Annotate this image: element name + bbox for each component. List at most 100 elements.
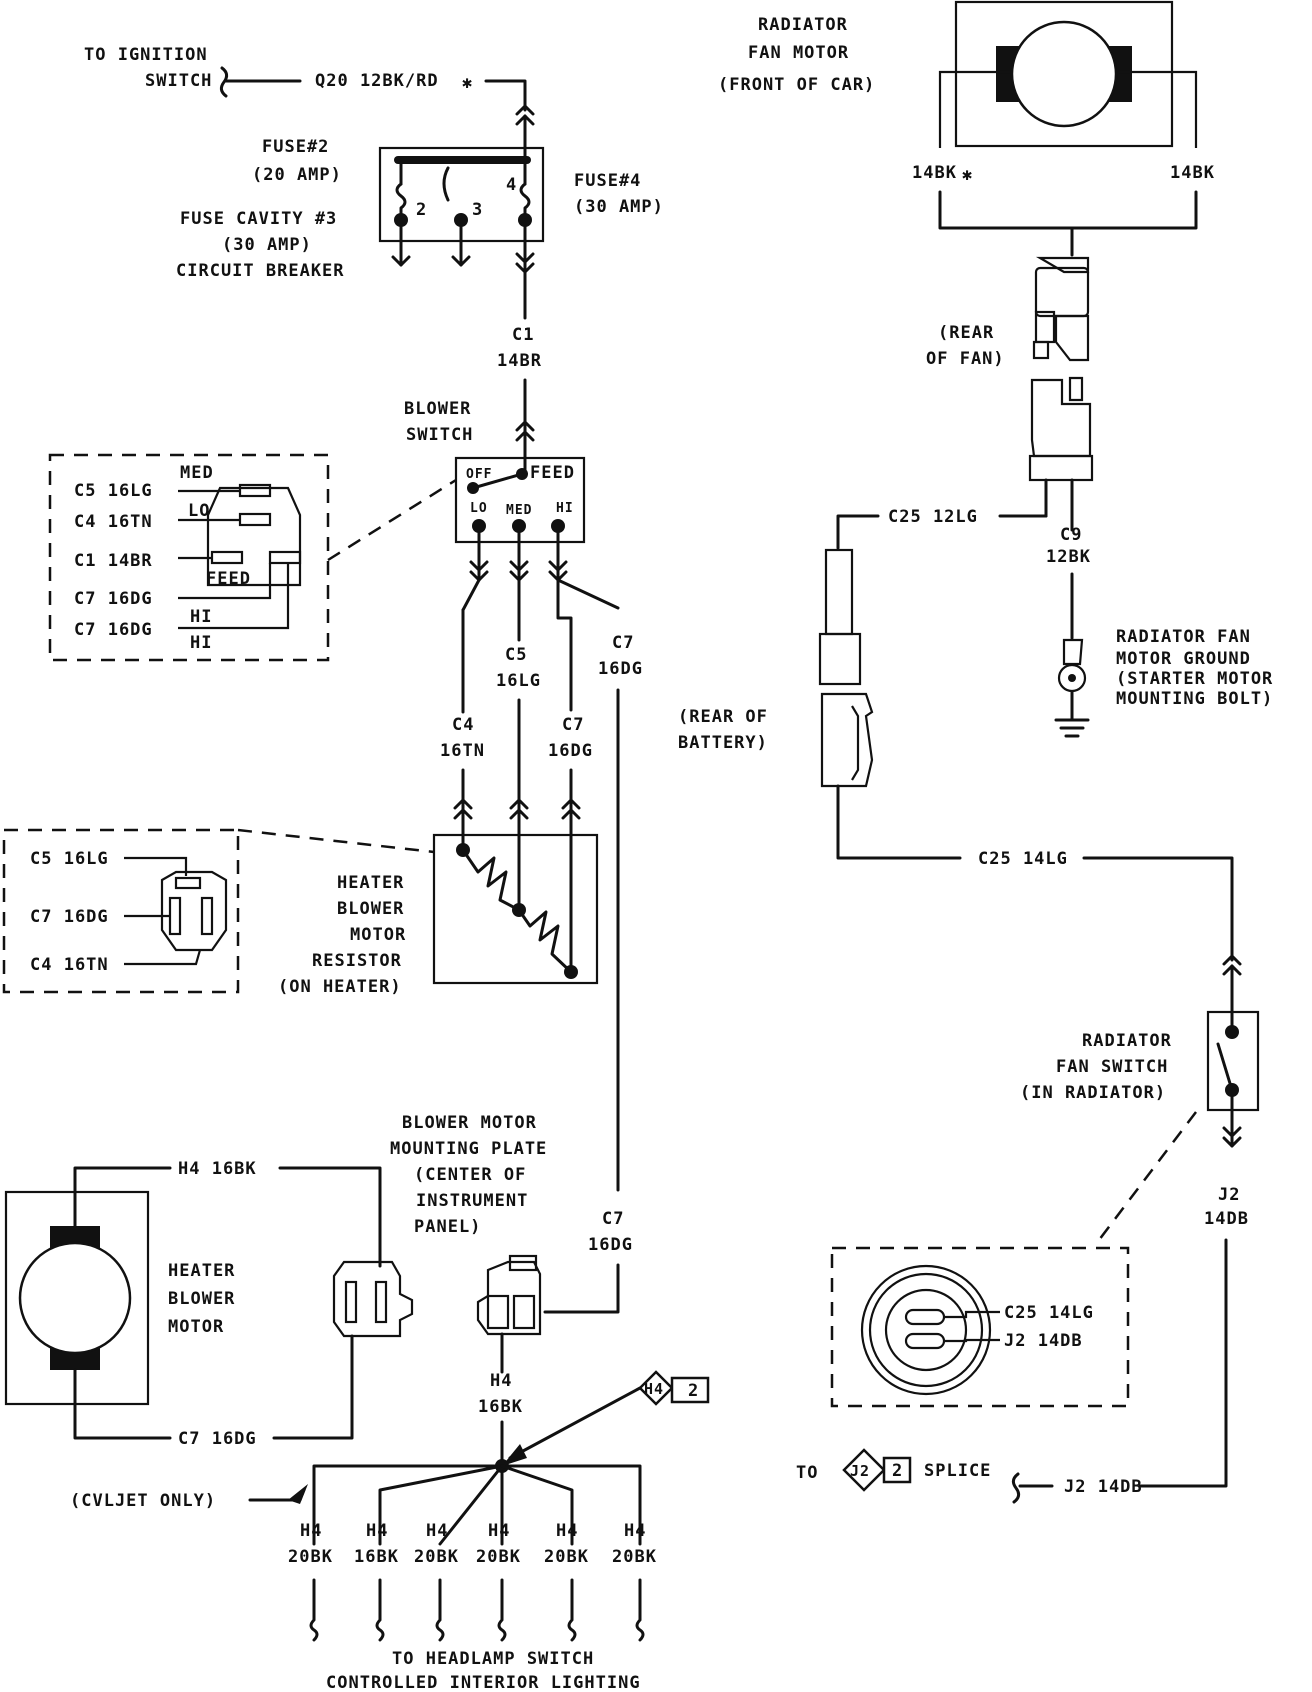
fan-ground-label-3: (STARTER MOTOR bbox=[1116, 669, 1273, 689]
fuse3-label-3: CIRCUIT BREAKER bbox=[176, 261, 345, 281]
fan-ground-label-1: RADIATOR FAN bbox=[1116, 627, 1251, 647]
fuse2-label-1: FUSE#2 bbox=[262, 137, 329, 157]
branch-3-gauge: 20BK bbox=[414, 1547, 459, 1567]
inset-med-label: MED bbox=[180, 463, 214, 483]
fuse3-label-1: FUSE CAVITY #3 bbox=[180, 209, 337, 229]
blower-switch-connector-inset: MED LO FEED C5 16LG C4 16TN C1 14BR C7 1… bbox=[48, 453, 457, 662]
switch-hi-label: HI bbox=[556, 501, 574, 516]
branch-3-code: H4 bbox=[426, 1521, 448, 1541]
ignition-wire-label: Q20 12BK/RD bbox=[315, 71, 439, 91]
c5-gauge: 16LG bbox=[496, 671, 541, 691]
splice-wire-label: J2 14DB bbox=[1064, 1477, 1143, 1497]
blower-motor-mounting-plate: BLOWER MOTOR MOUNTING PLATE (CENTER OF I… bbox=[390, 1113, 632, 1374]
c1-wire-gauge: 14BR bbox=[497, 351, 542, 371]
inset-feed-label: FEED bbox=[206, 569, 251, 589]
c4-gauge: 16TN bbox=[440, 741, 485, 761]
bus-h4-code: H4 bbox=[490, 1371, 512, 1391]
fuse-number-4: 4 bbox=[506, 175, 517, 195]
bus-h4-gauge: 16BK bbox=[478, 1397, 523, 1417]
c25-14-label: C25 14LG bbox=[978, 849, 1068, 869]
branch-4-gauge: 20BK bbox=[476, 1547, 521, 1567]
resistor-label-3: MOTOR bbox=[350, 925, 406, 945]
resistor-label-4: RESISTOR bbox=[312, 951, 402, 971]
rear-battery-label-1: (REAR OF bbox=[678, 707, 768, 727]
resistor-inset-wire-c5: C5 16LG bbox=[30, 849, 109, 869]
rear-of-fan-connector: (REAR OF FAN) C25 12LG bbox=[836, 256, 1094, 550]
radiator-motor-star: ✱ bbox=[962, 165, 973, 185]
c9-gauge: 12BK bbox=[1046, 547, 1091, 567]
resistor-label-1: HEATER bbox=[337, 873, 404, 893]
splice-to-label: TO bbox=[796, 1463, 818, 1483]
bus-splice-num: 2 bbox=[688, 1381, 699, 1401]
inset-wire-c4: C4 16TN bbox=[74, 512, 153, 532]
branch-6-code: H4 bbox=[624, 1521, 646, 1541]
heater-motor-label-3: MOTOR bbox=[168, 1317, 224, 1337]
plate-wire-code: C7 bbox=[602, 1209, 624, 1229]
fuse3-label-2: (30 AMP) bbox=[222, 235, 312, 255]
inset-hi-label-1: HI bbox=[190, 607, 212, 627]
fuse4-label-1: FUSE#4 bbox=[574, 171, 641, 191]
bus-branch-5: H4 20BK bbox=[544, 1521, 588, 1642]
heater-motor-label-1: HEATER bbox=[168, 1261, 235, 1281]
branch-2-code: H4 bbox=[366, 1521, 388, 1541]
fan-inset-wire-2: J2 14DB bbox=[1004, 1331, 1083, 1351]
plate-label-4: INSTRUMENT bbox=[416, 1191, 528, 1211]
branch-4-code: H4 bbox=[488, 1521, 510, 1541]
bus-bottom-label-1: TO HEADLAMP SWITCH bbox=[392, 1649, 594, 1669]
radiator-motor-label-1: RADIATOR bbox=[758, 15, 848, 35]
branch-2-gauge: 16BK bbox=[354, 1547, 399, 1567]
resistor-label-5: (ON HEATER) bbox=[278, 977, 402, 997]
inset-hi-label-2: HI bbox=[190, 633, 212, 653]
ignition-title-2: SWITCH bbox=[145, 71, 212, 91]
ignition-title-1: TO IGNITION bbox=[84, 45, 208, 65]
inset-wire-c7-1: C7 16DG bbox=[74, 589, 153, 609]
heater-blower-motor: HEATER BLOWER MOTOR H4 16BK C7 16DG bbox=[4, 1159, 414, 1449]
rear-fan-label-2: OF FAN) bbox=[926, 349, 1005, 369]
plate-label-3: (CENTER OF bbox=[414, 1165, 526, 1185]
radiator-fan-motor: RADIATOR FAN MOTOR (FRONT OF CAR) 14BK ✱… bbox=[718, 0, 1214, 257]
fuse4-label-2: (30 AMP) bbox=[574, 197, 664, 217]
bus-branch-4: H4 20BK bbox=[476, 1521, 521, 1642]
fan-inset-wire-1: C25 14LG bbox=[1004, 1303, 1094, 1323]
splice-j2-code: J2 bbox=[850, 1462, 870, 1480]
fan-ground: C9 12BK RADIATOR FAN MOTOR GROUND (START… bbox=[1046, 525, 1273, 738]
c25-12-label: C25 12LG bbox=[888, 507, 978, 527]
switch-to-resistor-wires: C4 16TN C5 16LG C7 16DG C7 16DG bbox=[440, 578, 643, 1192]
branch-1-code: H4 bbox=[300, 1521, 322, 1541]
c7-long-gauge: 16DG bbox=[598, 659, 643, 679]
switch-med-label: MED bbox=[506, 503, 532, 518]
c9-code: C9 bbox=[1060, 525, 1082, 545]
plate-label-2: MOUNTING PLATE bbox=[390, 1139, 547, 1159]
ignition-feed: TO IGNITION SWITCH Q20 12BK/RD ✱ bbox=[84, 45, 535, 162]
heater-motor-label-2: BLOWER bbox=[168, 1289, 235, 1309]
bus-branch-1: H4 20BK bbox=[288, 1521, 332, 1642]
heater-motor-top-wire: H4 16BK bbox=[178, 1159, 257, 1179]
fuse2-label-2: (20 AMP) bbox=[252, 165, 342, 185]
c4-code: C4 bbox=[452, 715, 474, 735]
c7-long-code: C7 bbox=[612, 633, 634, 653]
c7-mid-code: C7 bbox=[562, 715, 584, 735]
plate-label-5: PANEL) bbox=[414, 1217, 481, 1237]
j2-code: J2 bbox=[1218, 1185, 1240, 1205]
j2-splice: TO J2 2 SPLICE J2 14DB bbox=[796, 1448, 1143, 1504]
radiator-motor-label-3: (FRONT OF CAR) bbox=[718, 75, 875, 95]
fan-ground-label-2: MOTOR GROUND bbox=[1116, 649, 1251, 669]
c5-code: C5 bbox=[505, 645, 527, 665]
fuse-number-2: 2 bbox=[416, 200, 427, 220]
inset-wire-c5: C5 16LG bbox=[74, 481, 153, 501]
fan-switch-inset: C25 14LG J2 14DB bbox=[830, 1246, 1130, 1408]
bus-branch-2: H4 16BK bbox=[354, 1521, 399, 1642]
bus-splice-code: H4 bbox=[644, 1380, 664, 1398]
bus-cvljet: (CVLJET ONLY) bbox=[70, 1491, 216, 1511]
fan-switch-label-2: FAN SWITCH bbox=[1056, 1057, 1168, 1077]
c1-wire-code: C1 bbox=[512, 325, 534, 345]
switch-lo-label: LO bbox=[470, 501, 488, 516]
switch-off-label: OFF bbox=[466, 467, 492, 482]
radiator-motor-label-2: FAN MOTOR bbox=[748, 43, 849, 63]
splice-label: SPLICE bbox=[924, 1461, 991, 1481]
branch-5-code: H4 bbox=[556, 1521, 578, 1541]
inset-lo-label: LO bbox=[188, 501, 210, 521]
heater-motor-bottom-wire: C7 16DG bbox=[178, 1429, 257, 1449]
bus-branch-6: H4 20BK bbox=[612, 1521, 656, 1642]
